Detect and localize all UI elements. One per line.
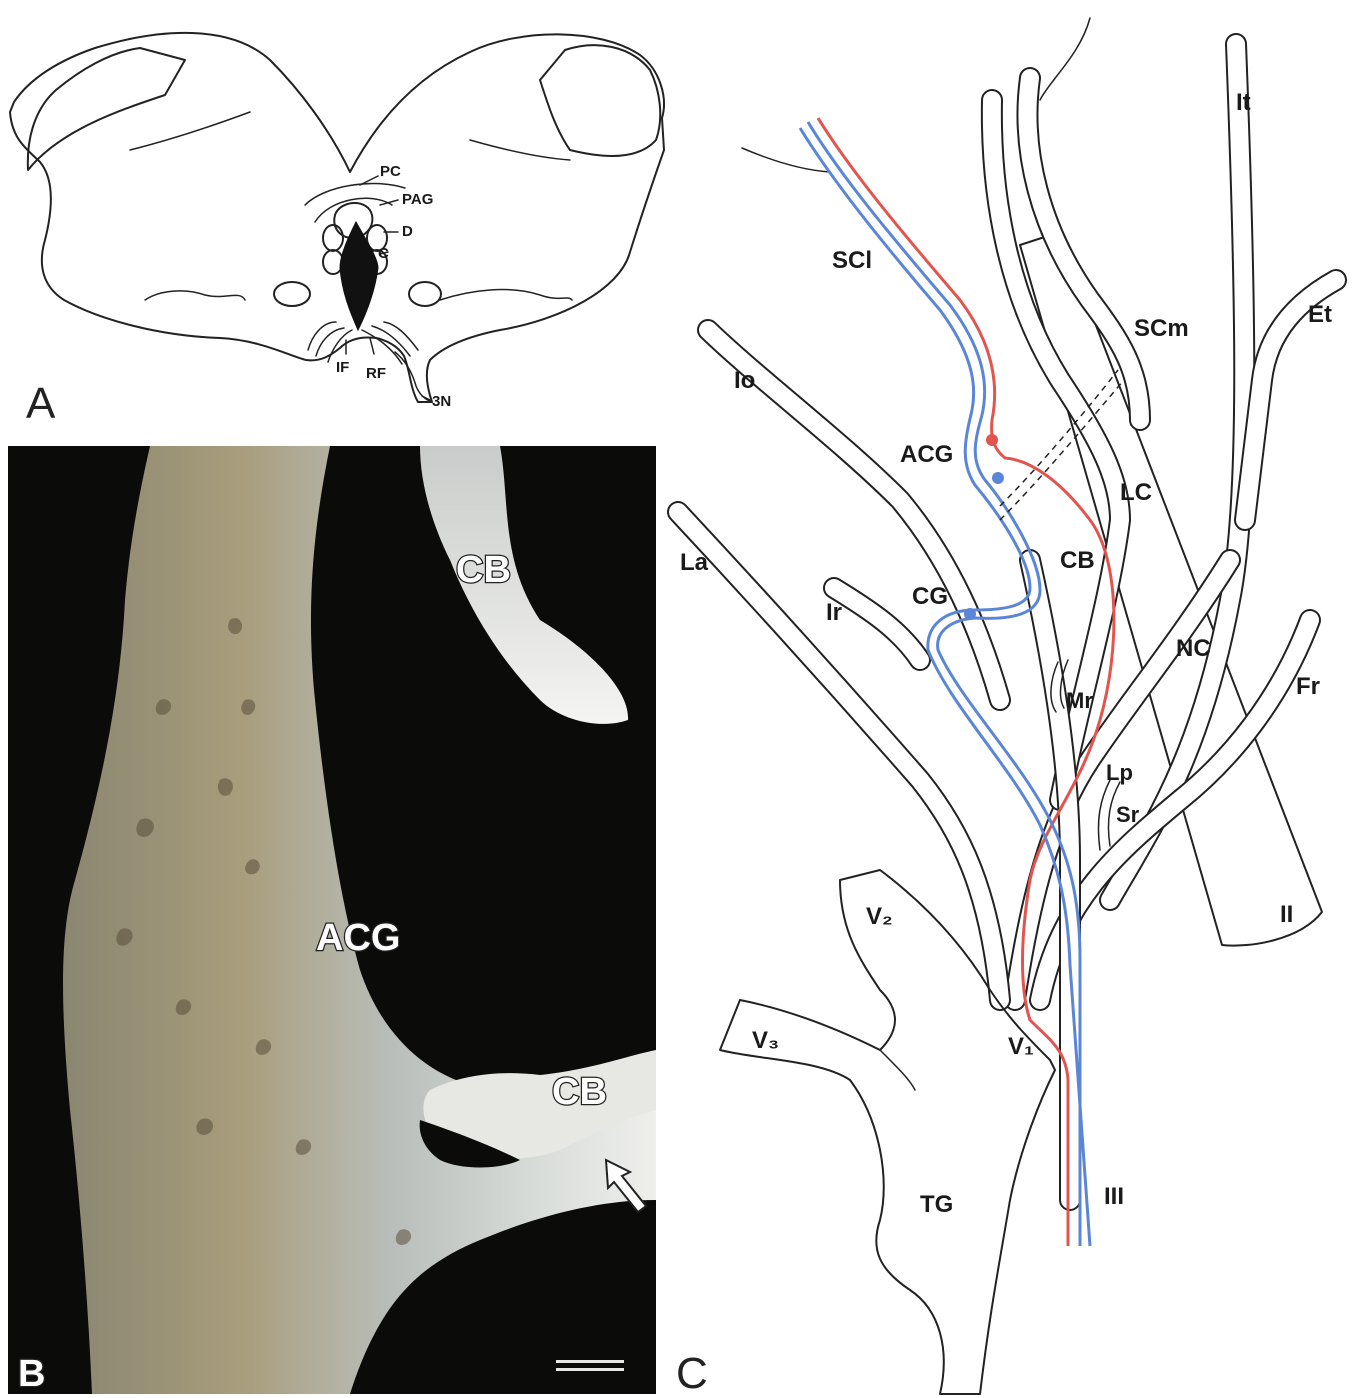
right-cortex-fold-inner	[470, 140, 570, 160]
label-iii: III	[1104, 1183, 1124, 1210]
label-tg: TG	[920, 1191, 953, 1218]
label-v1: V₁	[1008, 1033, 1034, 1060]
label-lc: LC	[1120, 479, 1152, 506]
label-scm: SCm	[1134, 315, 1189, 342]
label-sr: Sr	[1116, 802, 1140, 827]
label-lp: Lp	[1106, 760, 1133, 785]
label-3n: 3N	[432, 393, 451, 410]
head-outline-top	[1040, 18, 1090, 100]
label-cg: CG	[912, 583, 948, 610]
label-acg: ACG	[900, 441, 953, 468]
photo-label-cb-bottom: CB	[552, 1071, 607, 1113]
label-pc: PC	[380, 163, 401, 180]
label-if: IF	[336, 359, 349, 376]
label-mr: Mr	[1066, 688, 1093, 713]
right-red-nucleus	[409, 282, 441, 306]
midbrain-outline	[10, 33, 664, 402]
blue-neuron-soma-acg	[992, 472, 1004, 484]
leader-rf	[370, 338, 374, 354]
blue-neuron-soma-cg	[964, 608, 976, 620]
pag-arc	[315, 198, 392, 222]
label-ii: II	[1280, 901, 1293, 928]
label-it: It	[1236, 89, 1251, 116]
label-fr: Fr	[1296, 673, 1320, 700]
panel-a-drawing	[10, 33, 664, 402]
label-et: Et	[1308, 301, 1332, 328]
v2-branch	[880, 1050, 915, 1090]
panel-b-letter: B	[18, 1353, 45, 1395]
scale-bar-bottom	[556, 1368, 624, 1371]
label-rf: RF	[366, 365, 386, 382]
label-d: D	[402, 223, 413, 240]
right-cortex-fold	[540, 45, 660, 156]
label-la: La	[680, 549, 709, 576]
nucleus-d-left	[323, 225, 343, 251]
label-v2: V₂	[866, 903, 893, 930]
panel-a-letter: A	[26, 379, 56, 428]
panel-c-letter: C	[676, 1349, 708, 1398]
left-cortex-fold	[28, 48, 185, 170]
scale-bar-top	[556, 1360, 624, 1363]
right-crus	[440, 290, 572, 300]
oculomotor-nucleus	[340, 222, 378, 330]
red-neuron-soma	[986, 434, 998, 446]
left-red-nucleus	[274, 282, 310, 306]
panel-c-drawing	[678, 18, 1336, 1394]
left-crus	[145, 291, 245, 300]
label-io: Io	[734, 367, 755, 394]
label-v3: V₃	[752, 1027, 779, 1054]
label-c: C	[378, 245, 389, 262]
label-cb: CB	[1060, 547, 1095, 574]
label-ir: Ir	[826, 599, 842, 626]
label-pag: PAG	[402, 191, 433, 208]
photo-label-cb-top: CB	[456, 549, 511, 591]
left-cortex-fold-inner	[130, 112, 250, 150]
label-scl: SCl	[832, 247, 872, 274]
trigeminal-ganglion	[720, 870, 1055, 1394]
label-nc: NC	[1176, 635, 1211, 662]
photo-label-acg: ACG	[316, 917, 400, 959]
